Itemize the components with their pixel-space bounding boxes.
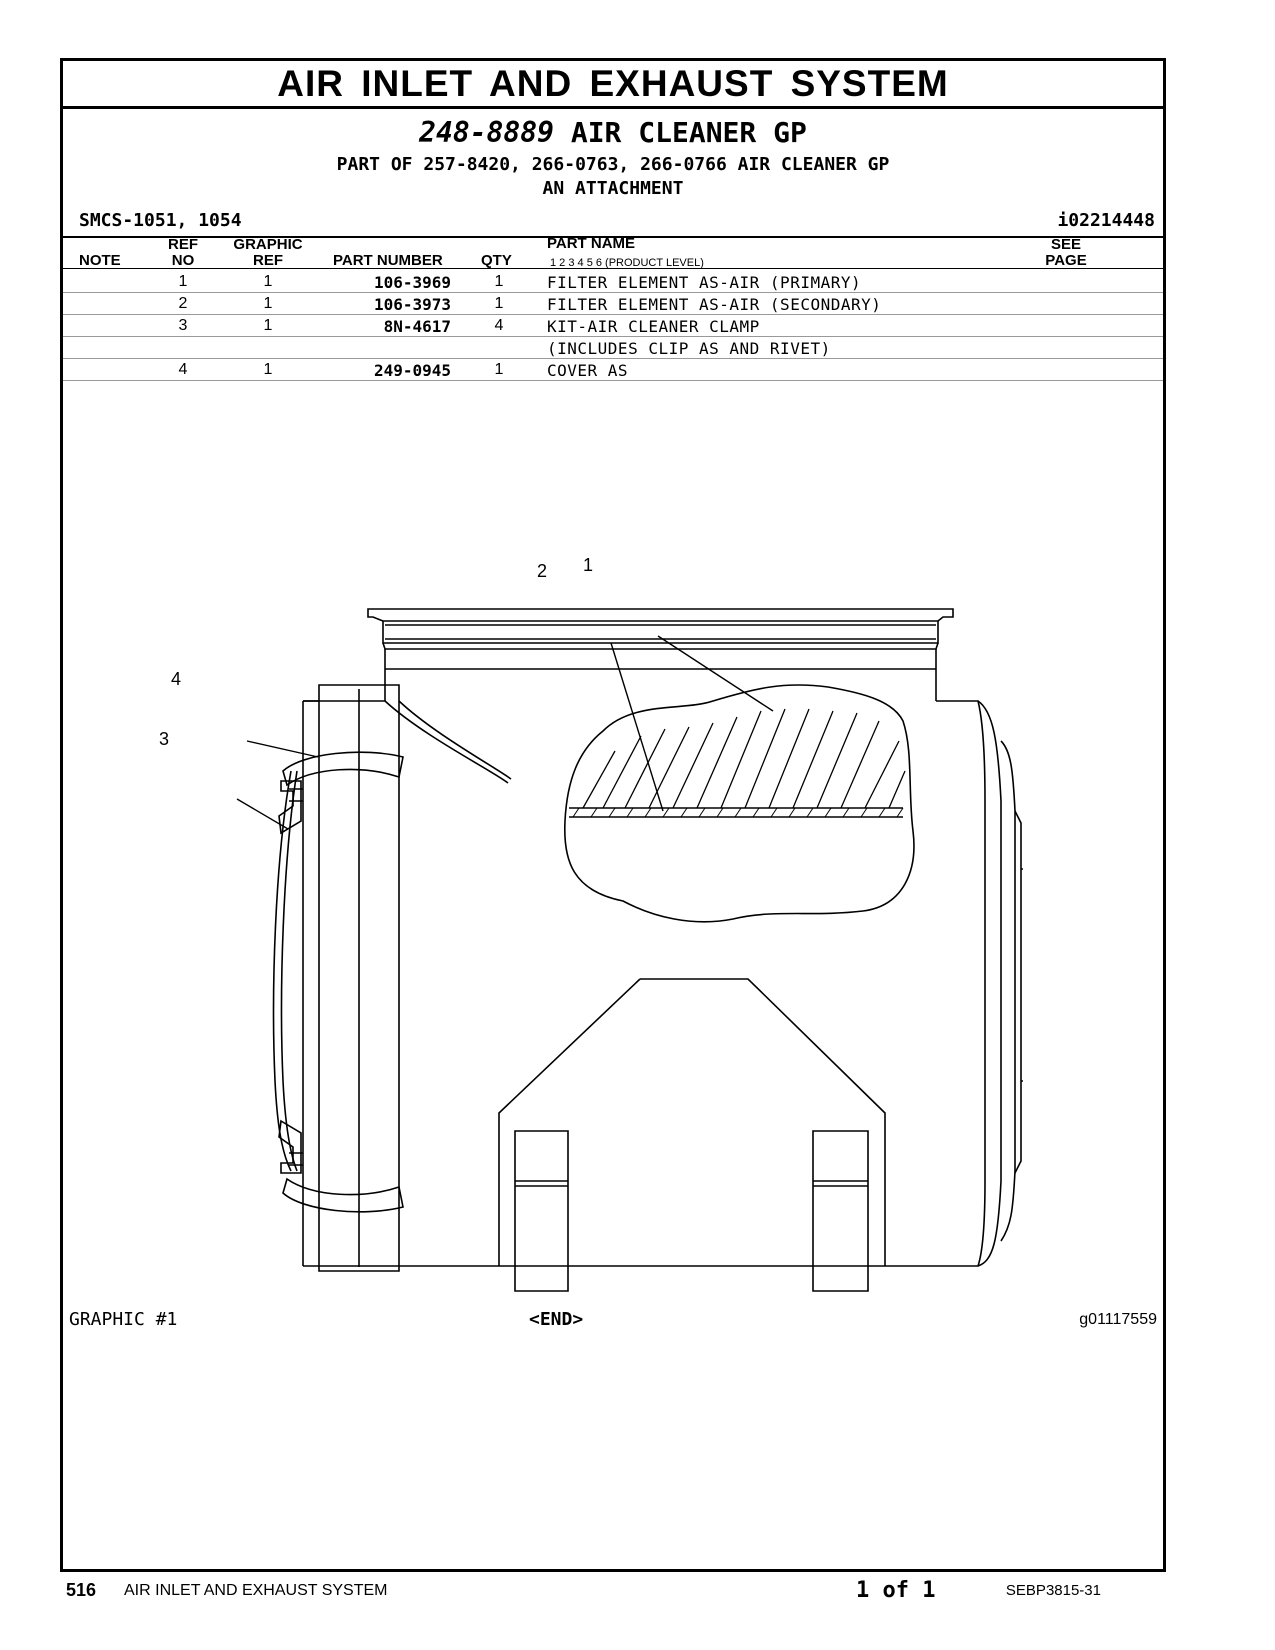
end-marker: <END> (529, 1309, 584, 1330)
callout-4: 4 (171, 669, 182, 689)
ref-no-cell: 3 (178, 317, 188, 334)
graphic-ref-cell: 1 (263, 361, 273, 378)
table-row: (INCLUDES CLIP AS AND RIVET) (63, 336, 1163, 359)
qty-cell: 1 (494, 361, 504, 378)
part-name-cell: KIT-AIR CLEANER CLAMP (547, 317, 760, 336)
part-name-cell: FILTER ELEMENT AS-AIR (PRIMARY) (547, 273, 862, 292)
header-divider (63, 236, 1163, 238)
footer-page-of: 1 of 1 (856, 1578, 936, 1603)
product-levels: 1 2 3 4 5 6 (PRODUCT LEVEL) (550, 257, 704, 269)
group-part-number: 248-8889 (419, 116, 554, 149)
graphic-ref-cell: 1 (263, 317, 273, 334)
part-number-cell: 106-3973 (373, 295, 451, 314)
callout-1: 1 (583, 555, 594, 575)
qty-cell: 1 (494, 273, 504, 290)
table-row: 2 1 106-3973 1 FILTER ELEMENT AS-AIR (SECOND… (63, 292, 1163, 315)
secondary-element-hatching (572, 807, 904, 818)
group-title: 248-8889 AIR CLEANER GP (63, 116, 1163, 149)
document-id: i02214448 (1057, 210, 1155, 231)
header-qty: QTY (481, 252, 512, 269)
table-header-rule (63, 268, 1163, 269)
ref-no-cell: 1 (178, 273, 188, 290)
part-of-line: PART OF 257-8420, 266-0763, 266-0766 AIR… (336, 154, 890, 175)
graphic-label: GRAPHIC #1 (69, 1309, 178, 1330)
table-row: 1 1 106-3969 1 FILTER ELEMENT AS-AIR (PRIMAR… (63, 270, 1163, 293)
part-name-cell: (INCLUDES CLIP AS AND RIVET) (547, 339, 831, 358)
qty-cell: 1 (494, 295, 504, 312)
footer-doc-number: SEBP3815-31 (1005, 1582, 1101, 1599)
outlet-flange (367, 608, 954, 622)
header-part-name: PART NAME (547, 235, 636, 252)
part-number-cell: 106-3969 (373, 273, 451, 292)
foot-left (514, 1130, 569, 1292)
part-number-cell: 8N-4617 (383, 317, 451, 336)
qty-cell: 4 (494, 317, 504, 334)
part-number-cell: 249-0945 (373, 361, 451, 380)
footer-page-number: 516 (66, 1580, 97, 1600)
smcs-codes: SMCS-1051, 1054 (79, 210, 242, 231)
section-title: AIR INLET AND EXHAUST SYSTEM (63, 61, 1163, 109)
header-part-number: PART NUMBER (333, 252, 443, 269)
graphic-ref-cell: 1 (263, 273, 273, 290)
clamp-bottom (282, 1177, 404, 1213)
part-name-cell: COVER AS (547, 361, 629, 380)
clamp-top (282, 751, 404, 787)
attachment-line: AN ATTACHMENT (542, 178, 684, 199)
page-frame: AIR INLET AND EXHAUST SYSTEM 248-8889 AI… (60, 58, 1166, 1572)
primary-element-hatching (582, 708, 906, 809)
group-name: AIR CLEANER GP (570, 116, 807, 149)
end-cover (318, 684, 400, 1272)
table-row: 3 1 8N-4617 4 KIT-AIR CLEANER CLAMP (63, 314, 1163, 337)
footer-section: AIR INLET AND EXHAUST SYSTEM (124, 1582, 388, 1599)
air-cleaner-illustration (236, 608, 1023, 1292)
ref-no-cell: 2 (178, 295, 188, 312)
part-name-cell: FILTER ELEMENT AS-AIR (SECONDARY) (547, 295, 882, 314)
callout-2: 2 (537, 561, 548, 581)
cutaway-section (563, 684, 915, 923)
header-note: NOTE (79, 252, 121, 269)
table-row: 4 1 249-0945 1 COVER AS (63, 358, 1163, 381)
callout-3: 3 (159, 729, 170, 749)
foot-right (812, 1130, 869, 1292)
ref-no-cell: 4 (178, 361, 188, 378)
graphic-ref-cell: 1 (263, 295, 273, 312)
graphic-id: g01117559 (1079, 1311, 1157, 1328)
